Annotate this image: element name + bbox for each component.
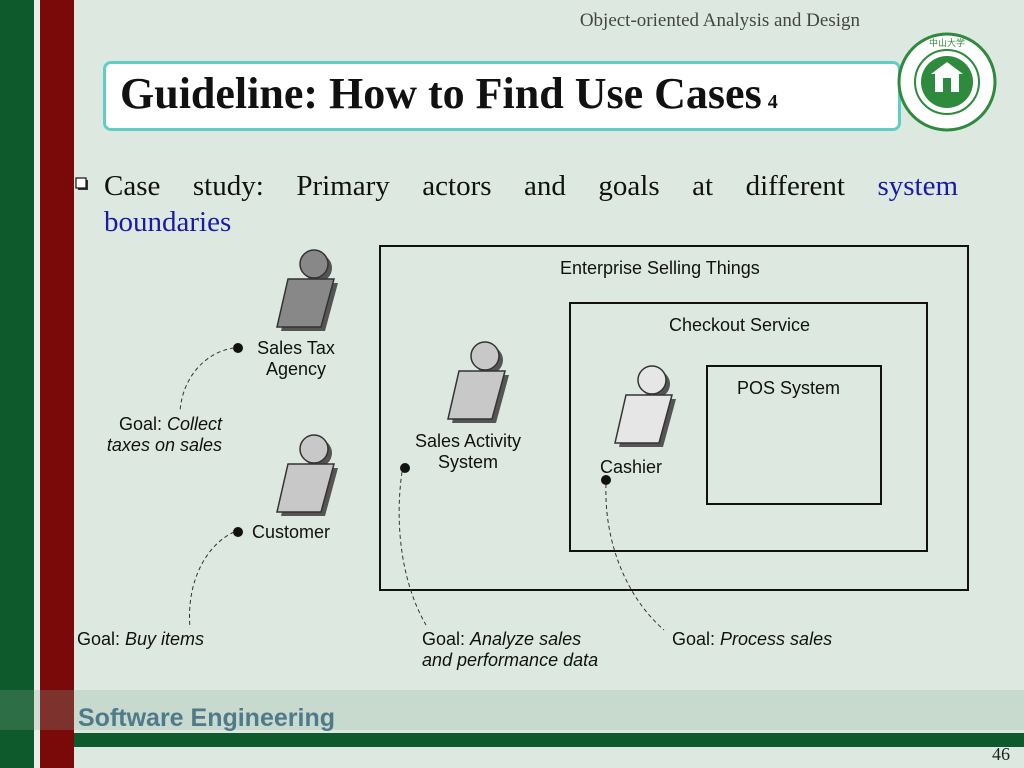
bullet-checkbox-icon bbox=[75, 177, 88, 190]
page-number: 46 bbox=[992, 744, 1010, 764]
actor-label-customer: Customer bbox=[252, 522, 331, 542]
svg-text:中山大学: 中山大学 bbox=[929, 37, 965, 49]
actor-cashier-icon bbox=[614, 365, 676, 447]
title-number: 4 bbox=[767, 91, 778, 113]
bullet-line-1: Case study: Primary actors and goals at … bbox=[104, 168, 958, 204]
connector-process-sales bbox=[605, 483, 665, 631]
title-text: Guideline: How to Find Use Cases bbox=[120, 69, 762, 118]
actor-label-line1: Sales Activity bbox=[414, 431, 522, 451]
goal-buy-items: Goal: Buy items bbox=[77, 629, 204, 650]
university-logo-icon: 中山大学 bbox=[897, 32, 997, 132]
connector-collect-taxes bbox=[179, 347, 235, 413]
goal-text: Collect bbox=[166, 414, 222, 434]
actor-label-line2: Agency bbox=[265, 359, 327, 379]
bullet-highlight: system bbox=[877, 170, 959, 202]
actor-label-line1: Sales Tax bbox=[257, 338, 335, 358]
boundary-checkout bbox=[569, 302, 928, 552]
goal-prefix: Goal: bbox=[77, 629, 126, 649]
boundary-enterprise bbox=[379, 245, 969, 591]
goal-text: and performance data bbox=[422, 650, 599, 670]
stripe-gap bbox=[34, 0, 40, 768]
actor-sales-activity-system-icon bbox=[447, 341, 509, 423]
footer-label: Software Engineering bbox=[78, 704, 335, 732]
course-title: Object-oriented Analysis and Design bbox=[579, 10, 860, 31]
boundary-label-checkout: Checkout Service bbox=[669, 315, 811, 335]
bottom-band bbox=[0, 690, 1024, 730]
goal-prefix: Goal: bbox=[672, 629, 721, 649]
actor-label-sales-tax-agency: Sales Tax Agency bbox=[246, 338, 346, 380]
actor-label-line2: System bbox=[437, 452, 498, 472]
goal-analyze-sales: Goal: Analyze sales and performance data bbox=[422, 629, 598, 671]
dot-cashier bbox=[601, 475, 611, 485]
goal-text: Analyze sales bbox=[470, 629, 582, 649]
bullet-line-2: boundaries bbox=[104, 206, 232, 238]
goal-collect-taxes: Goal: Collect taxes on sales bbox=[92, 414, 222, 456]
dot-customer bbox=[233, 527, 243, 537]
boundary-label-pos: POS System bbox=[737, 378, 841, 398]
bullet-text: Case study: Primary actors and goals at … bbox=[104, 170, 845, 202]
dot-sales-tax bbox=[233, 343, 243, 353]
actor-customer-icon bbox=[276, 434, 338, 516]
dot-sales-activity bbox=[400, 463, 410, 473]
goal-text: Process sales bbox=[720, 629, 833, 649]
actor-label-cashier: Cashier bbox=[600, 457, 663, 477]
goal-prefix: Goal: bbox=[422, 629, 471, 649]
actor-label-sales-activity-system: Sales Activity System bbox=[398, 431, 538, 473]
bottom-green-bar bbox=[74, 733, 1024, 747]
left-red-stripe bbox=[40, 0, 74, 768]
actor-sales-tax-agency-icon bbox=[276, 249, 338, 331]
connector-analyze-sales bbox=[398, 471, 427, 626]
boundary-label-enterprise: Enterprise Selling Things bbox=[560, 258, 760, 278]
goal-process-sales: Goal: Process sales bbox=[672, 629, 832, 650]
left-green-stripe bbox=[0, 0, 34, 768]
goal-text: taxes on sales bbox=[106, 435, 222, 455]
goal-text: Buy items bbox=[125, 629, 205, 649]
connector-buy-items bbox=[188, 531, 235, 629]
goal-prefix: Goal: bbox=[118, 414, 167, 434]
boundary-pos bbox=[706, 365, 882, 505]
